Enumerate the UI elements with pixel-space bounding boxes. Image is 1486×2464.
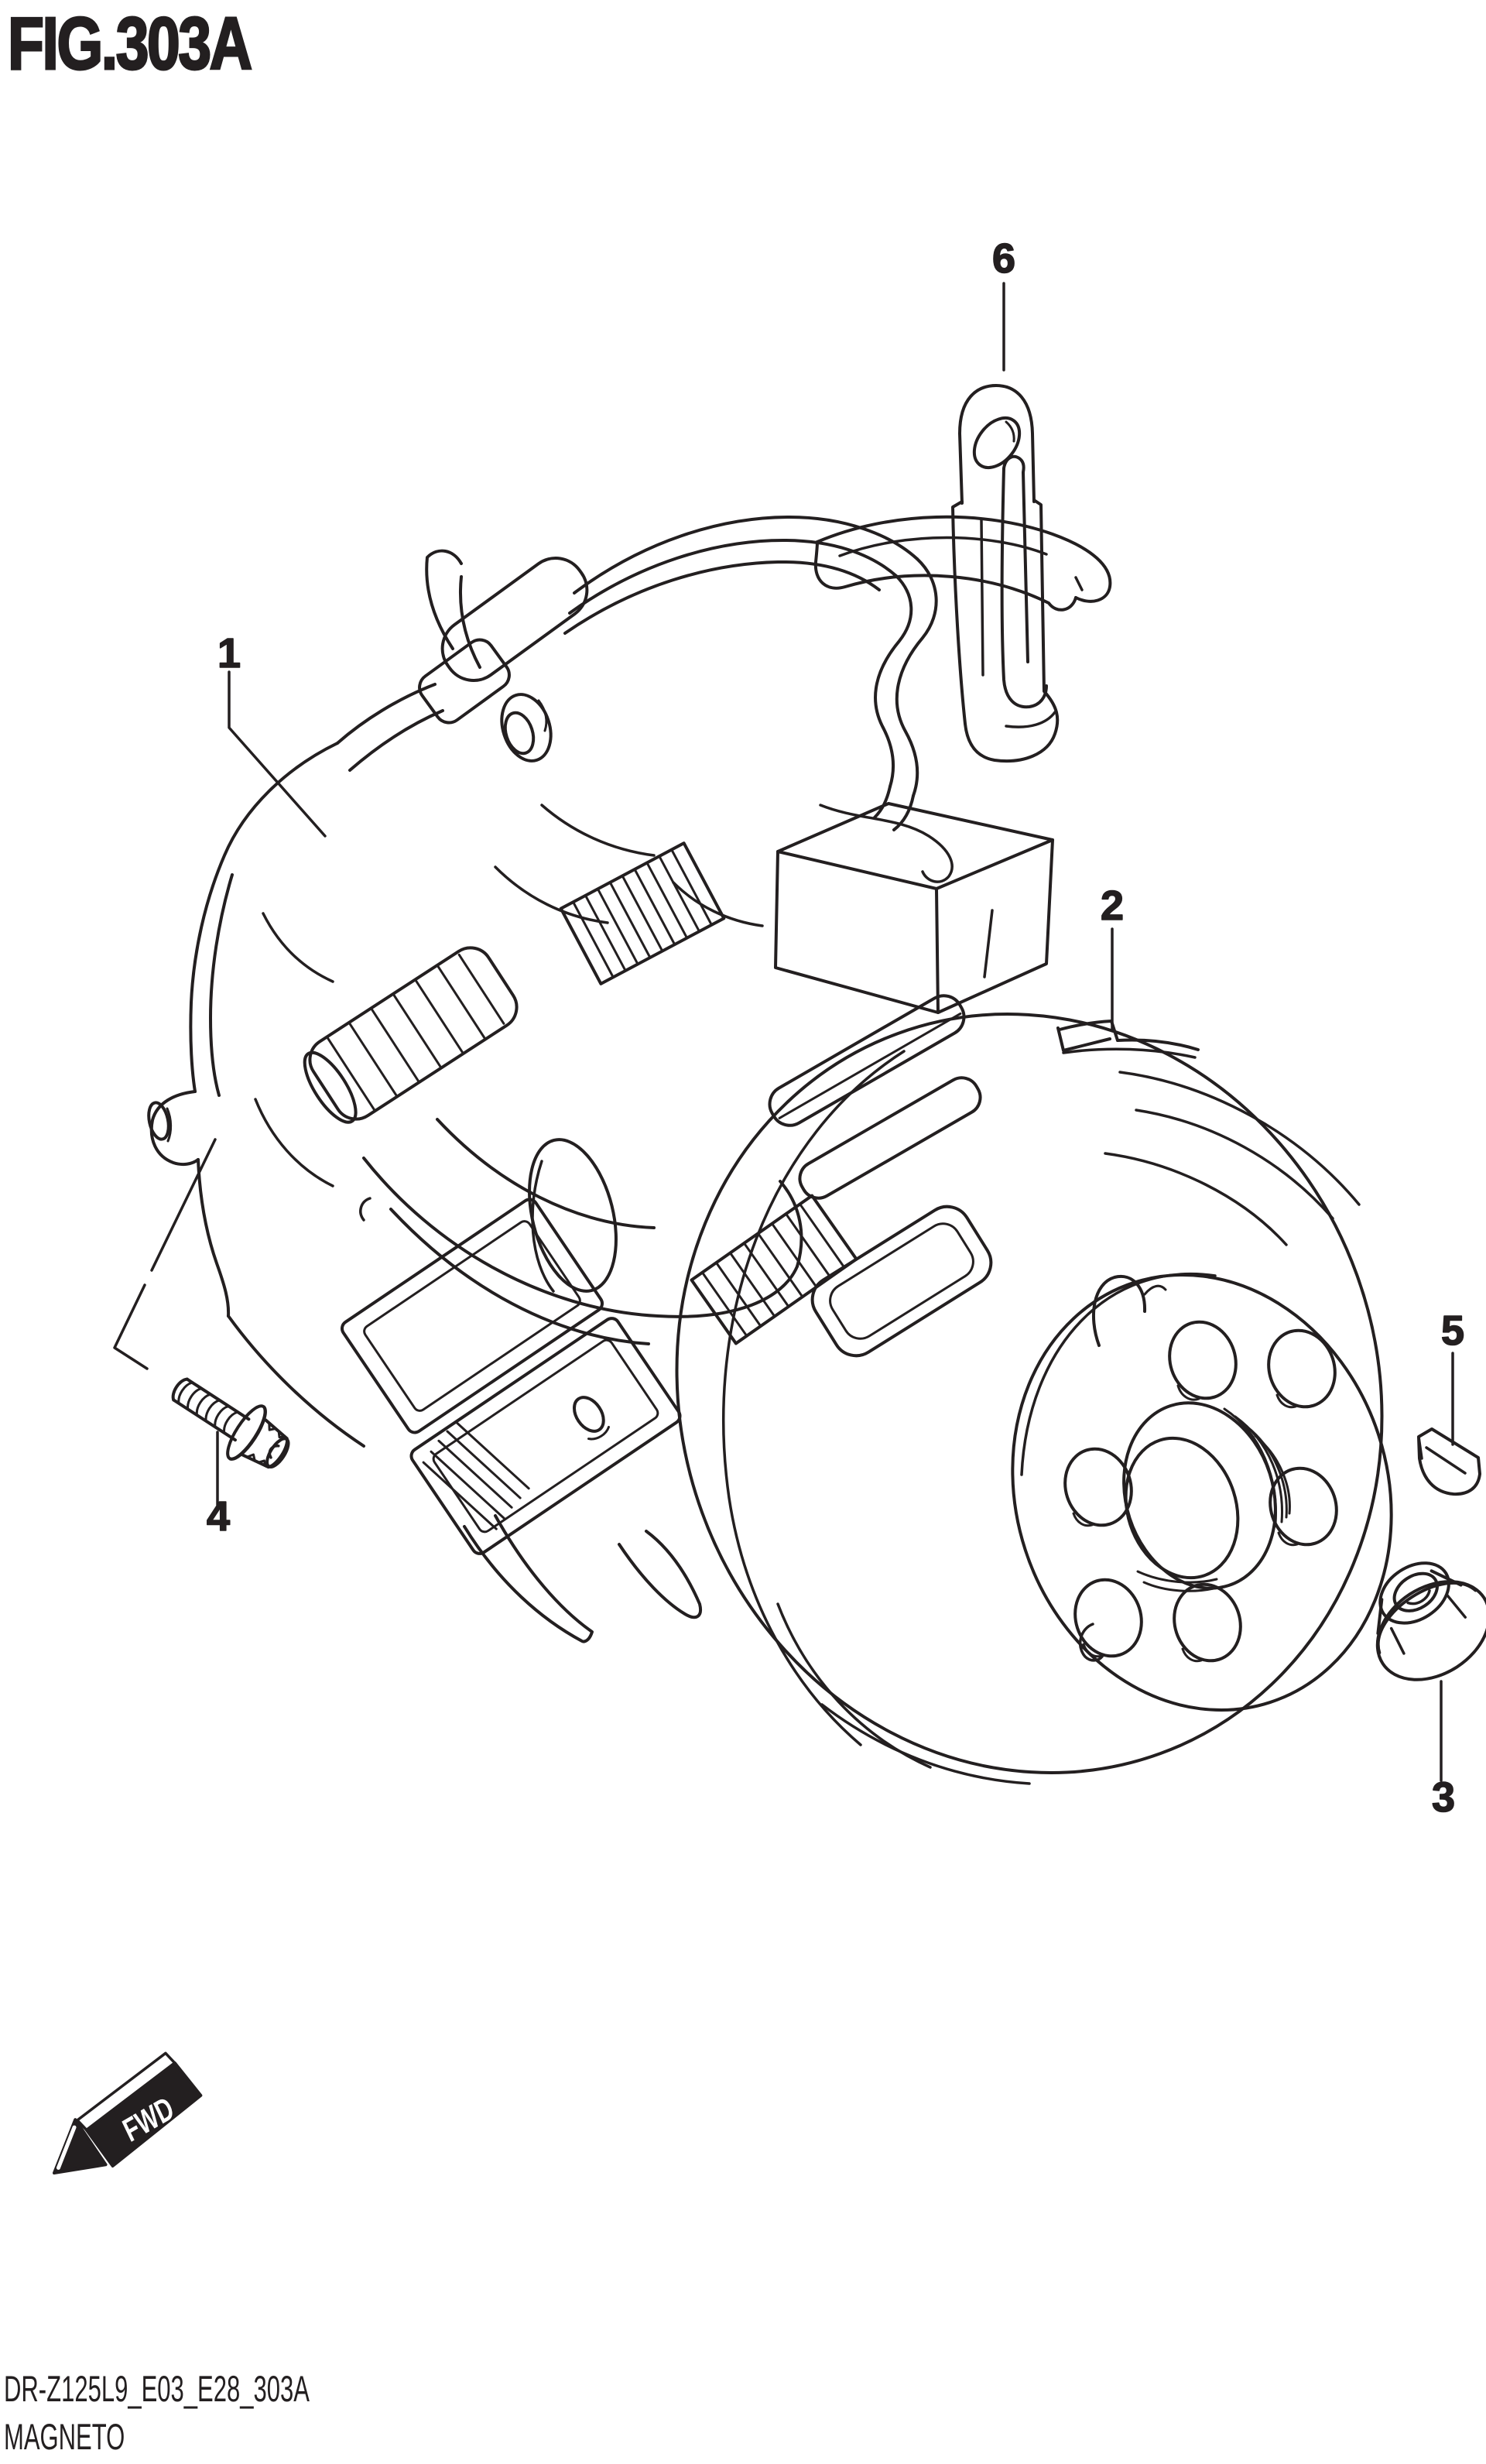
fwd-arrow-head <box>53 2118 108 2174</box>
callout-1-leader <box>228 670 327 838</box>
callouts: 1 2 3 4 5 6 <box>206 235 1465 1821</box>
callout-6: 6 <box>992 235 1015 282</box>
callout-4: 4 <box>207 1493 230 1540</box>
callout-2: 2 <box>1101 882 1124 929</box>
fwd-arrow: FWD <box>53 2051 203 2174</box>
callout-1: 1 <box>217 630 241 677</box>
callout-5: 5 <box>1441 1307 1464 1354</box>
woodruff-key-drawing <box>1417 1427 1481 1496</box>
figure-name: MAGNETO <box>4 2416 125 2457</box>
wire-clamp-drawing <box>951 384 1060 763</box>
fwd-arrow-body <box>84 2061 203 2168</box>
flange-bolt-drawing <box>171 1377 290 1469</box>
flywheel-drawing <box>675 1013 1393 1785</box>
figure-code: DR-Z125L9_E03_E28_303A <box>4 2368 310 2409</box>
stator-assembly-drawing <box>113 515 1112 1643</box>
callout-3: 3 <box>1432 1774 1455 1821</box>
flange-nut-drawing <box>1375 1561 1486 1681</box>
figure-title: FIG.303A <box>7 2 254 87</box>
fwd-arrow-head-bevel <box>56 2125 77 2170</box>
